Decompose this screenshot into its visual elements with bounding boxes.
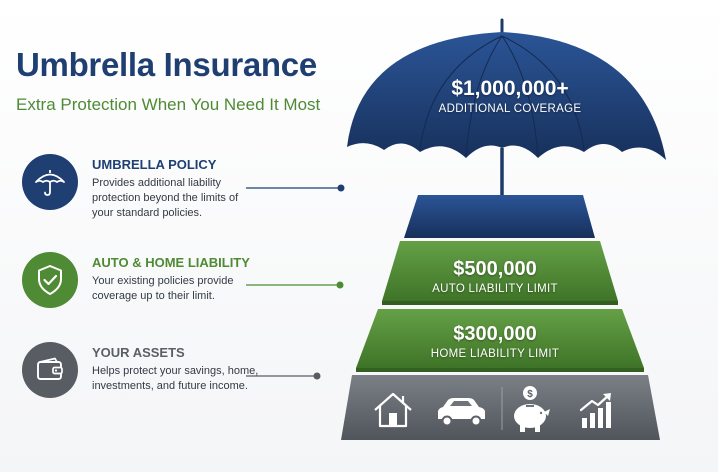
legend-item-auto-home-liability: AUTO & HOME LIABILITY Your existing poli…: [22, 252, 352, 332]
pyramid-assets-base: [341, 375, 660, 440]
legend-item-your-assets: YOUR ASSETS Helps protect your savings, …: [22, 342, 352, 422]
connector-assets-dot: [313, 372, 321, 380]
umbrella-canopy: [347, 32, 666, 160]
legend-description: Your existing policies provide coverage …: [92, 275, 234, 302]
auto-liability-label: AUTO LIABILITY LIMIT: [432, 283, 558, 295]
page-title: Umbrella Insurance: [16, 46, 317, 83]
legend-heading: AUTO & HOME LIABILITY: [92, 255, 250, 270]
page-subtitle: Extra Protection When You Need It Most: [16, 95, 321, 114]
home-liability-amount: $300,000: [453, 323, 537, 345]
connector-liability-dot: [336, 281, 344, 289]
wallet-icon: [22, 342, 78, 398]
legend-heading: UMBRELLA POLICY: [92, 157, 217, 172]
legend-description: Provides additional liability protection…: [92, 177, 239, 219]
growth-chart-icon: [579, 393, 611, 428]
legend-description: Helps protect your savings, home, invest…: [92, 365, 259, 392]
pyramid-top-block: [404, 195, 595, 238]
umbrella-coverage-label: ADDITIONAL COVERAGE: [438, 103, 582, 115]
auto-liability-amount: $500,000: [453, 258, 537, 280]
connector-umbrella-dot: [337, 184, 345, 192]
pyramid-home-layer: [356, 309, 644, 368]
umbrella-coverage-amount: $1,000,000+: [451, 77, 569, 100]
shield-check-icon: [22, 252, 78, 308]
piggy-bank-icon: $: [514, 386, 550, 432]
house-icon: [374, 392, 412, 428]
svg-text:$: $: [527, 389, 533, 400]
home-liability-label: HOME LIABILITY LIMIT: [430, 348, 560, 360]
legend-heading: YOUR ASSETS: [92, 345, 185, 360]
umbrella-icon: [22, 154, 78, 210]
car-icon: [438, 398, 485, 427]
legend-item-umbrella-policy: UMBRELLA POLICY Provides additional liab…: [22, 154, 352, 234]
pyramid-auto-layer: [382, 241, 618, 301]
